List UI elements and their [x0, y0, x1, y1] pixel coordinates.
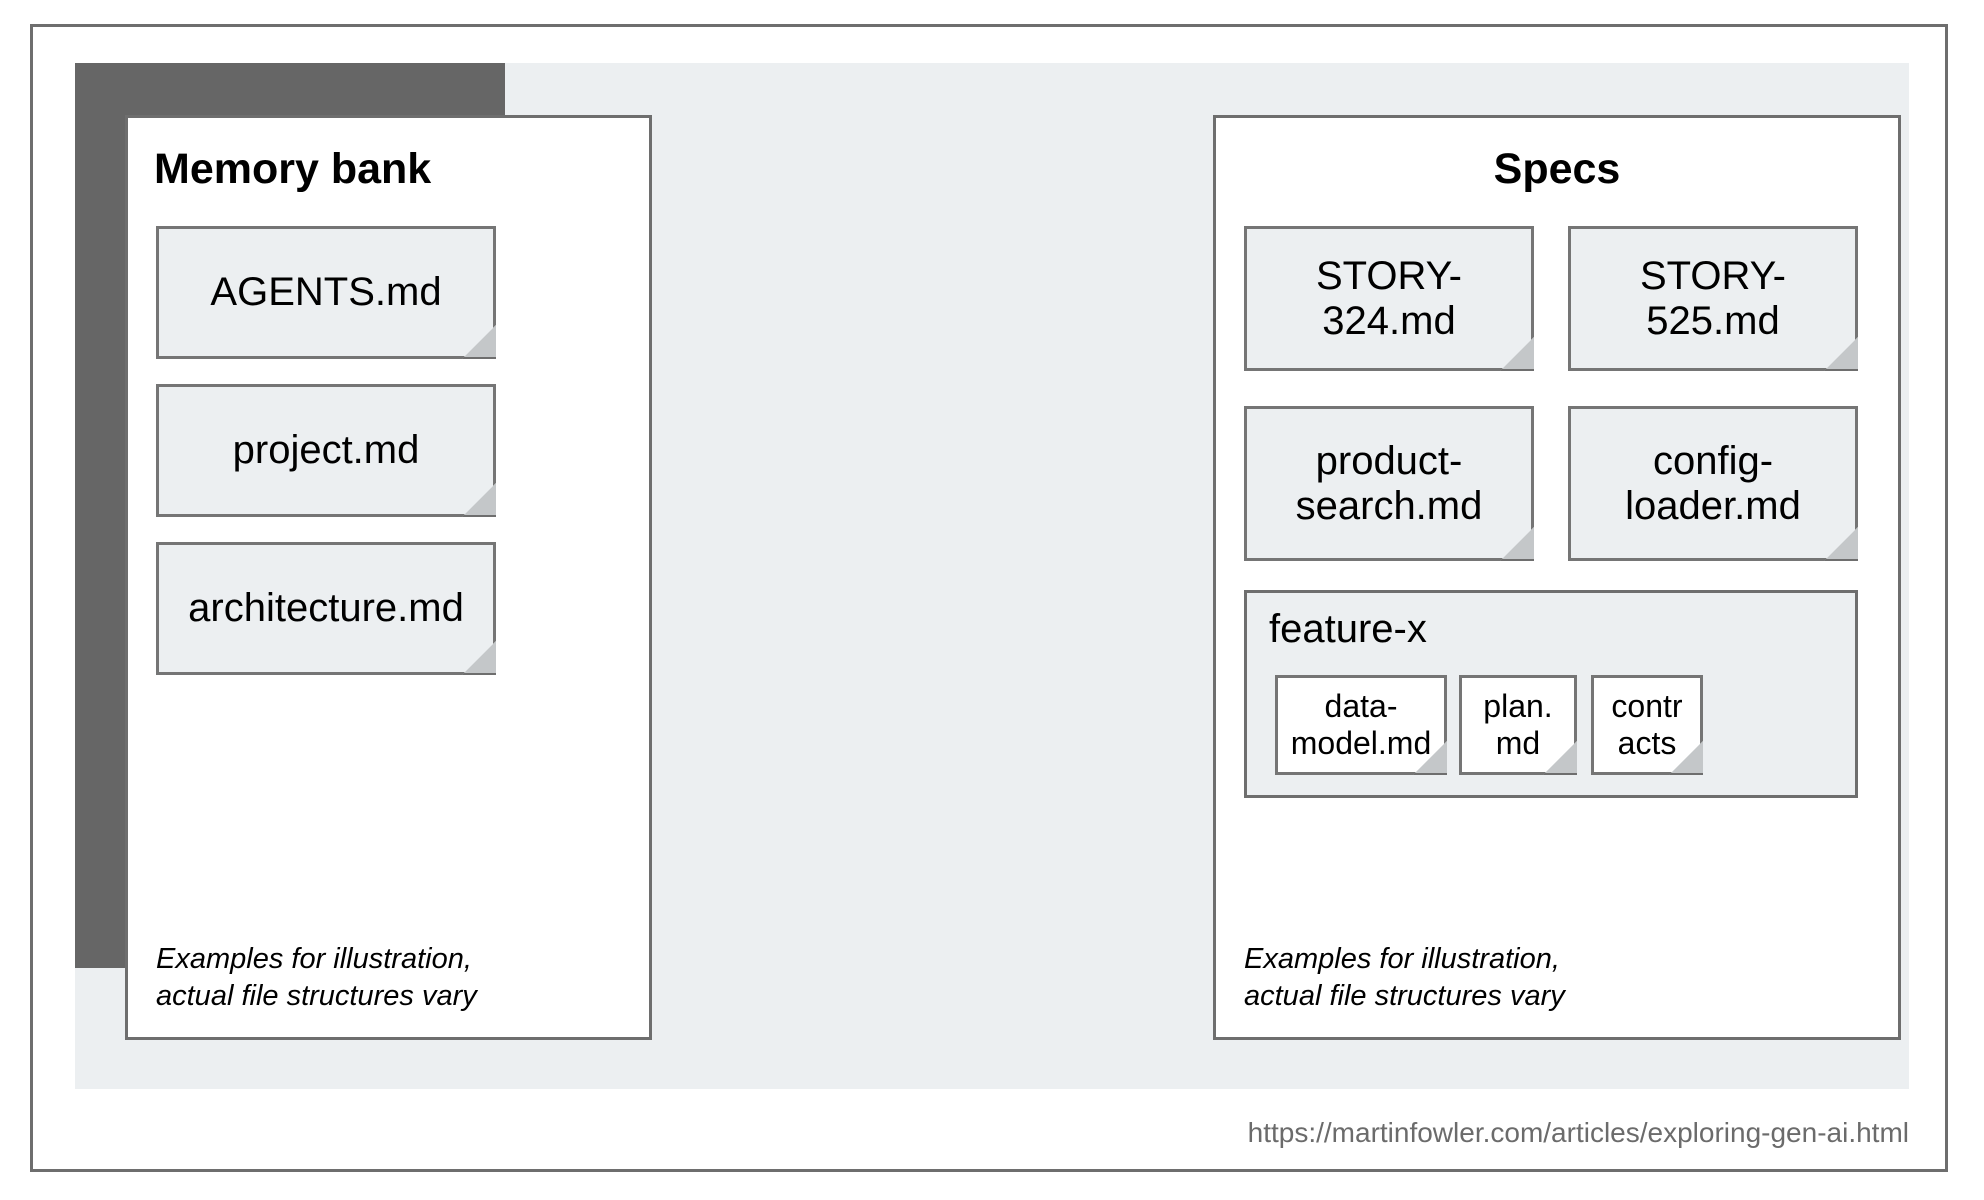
file-card-label: config-loader.md	[1625, 438, 1801, 528]
folder-group-feature-x: feature-x data-model.md plan.md contract…	[1244, 590, 1858, 798]
memory-bank-panel: Memory bank AGENTS.md project.md archite…	[125, 115, 652, 1040]
file-card-product-search-md[interactable]: product-search.md	[1244, 406, 1534, 561]
page-fold-icon	[462, 641, 496, 675]
memory-bank-caption: Examples for illustration, actual file s…	[156, 942, 477, 1012]
page-fold-icon	[462, 483, 496, 517]
file-card-architecture-md[interactable]: architecture.md	[156, 542, 496, 675]
file-card-story-525-md[interactable]: STORY-525.md	[1568, 226, 1858, 371]
file-card-label: architecture.md	[188, 586, 464, 631]
source-url[interactable]: https://martinfowler.com/articles/explor…	[1247, 1117, 1909, 1148]
file-card-label: project.md	[232, 428, 420, 473]
figure-frame: Memory bank AGENTS.md project.md archite…	[30, 24, 1948, 1172]
diagram-canvas: Memory bank AGENTS.md project.md archite…	[75, 63, 1909, 1089]
folder-group-title: feature-x	[1269, 607, 1427, 651]
file-card-config-loader-md[interactable]: config-loader.md	[1568, 406, 1858, 561]
file-card-label: product-search.md	[1295, 438, 1483, 528]
file-card-contracts[interactable]: contracts	[1591, 675, 1703, 775]
file-card-label: contracts	[1611, 687, 1683, 761]
file-card-label: STORY-525.md	[1640, 253, 1786, 343]
page-fold-icon	[1500, 527, 1534, 561]
file-card-label: AGENTS.md	[210, 270, 442, 315]
file-card-project-md[interactable]: project.md	[156, 384, 496, 517]
file-card-plan-md[interactable]: plan.md	[1459, 675, 1577, 775]
file-card-label: plan.md	[1483, 687, 1553, 761]
memory-bank-title: Memory bank	[154, 145, 432, 193]
file-card-story-324-md[interactable]: STORY-324.md	[1244, 226, 1534, 371]
specs-caption: Examples for illustration, actual file s…	[1244, 942, 1565, 1012]
specs-title: Specs	[1493, 145, 1621, 193]
page-fold-icon	[1824, 527, 1858, 561]
specs-panel: Specs STORY-324.md STORY-525.md product-…	[1213, 115, 1901, 1040]
file-card-agents-md[interactable]: AGENTS.md	[156, 226, 496, 359]
file-card-data-model-md[interactable]: data-model.md	[1275, 675, 1447, 775]
page-fold-icon	[462, 325, 496, 359]
file-card-label: STORY-324.md	[1316, 253, 1462, 343]
file-card-label: data-model.md	[1290, 687, 1432, 761]
